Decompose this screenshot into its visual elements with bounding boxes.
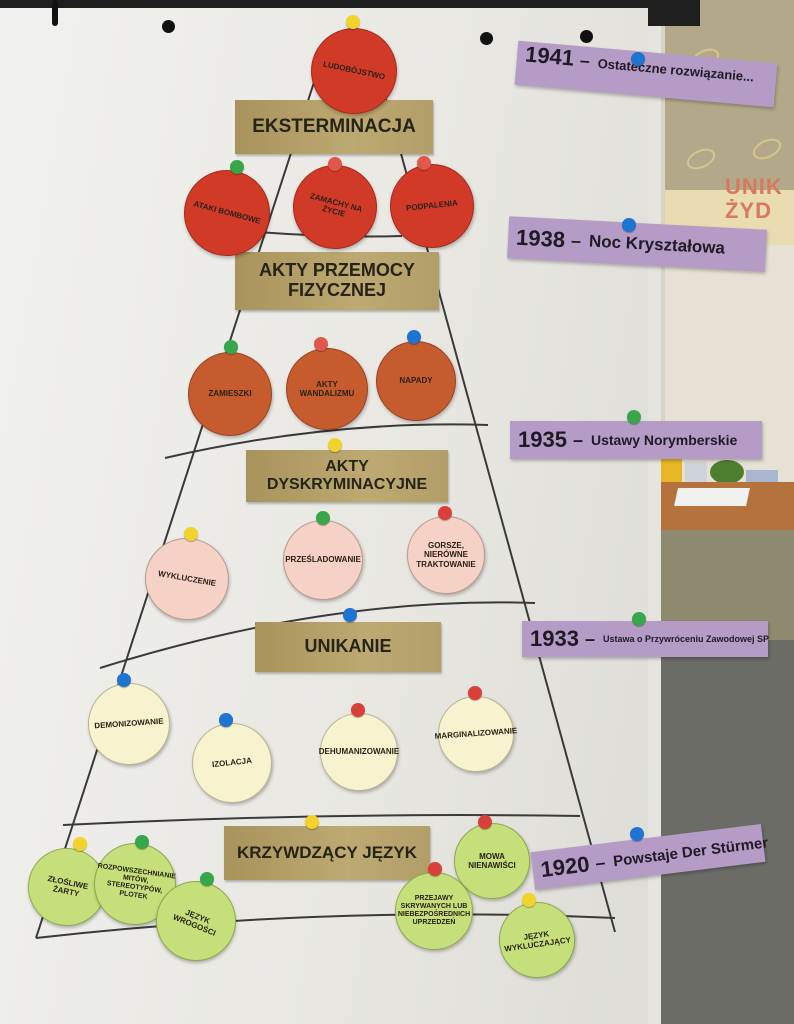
timeline-dash: – [584, 628, 595, 649]
poster-text-line: ŻYD [725, 198, 772, 223]
yarn-ball [710, 460, 744, 484]
timeline-1935: 1935 – Ustawy Norymberskie [510, 421, 762, 459]
pin-blue [219, 713, 233, 727]
circle-persecution: PRZEŚLADOWANIE [283, 520, 363, 600]
timeline-dash: – [594, 851, 607, 873]
pin-red [428, 862, 442, 876]
pyramid-left-edge [35, 69, 319, 939]
level-label-physical-violence: AKTY PRZEMOCY FIZYCZNEJ [235, 252, 439, 310]
pin-blue [631, 52, 645, 66]
level-divider [164, 423, 489, 459]
timeline-dash: – [572, 429, 583, 450]
circle-hate-speech: MOWA NIENAWIŚCI [454, 823, 530, 899]
timeline-event: Ustawy Norymberskie [590, 432, 738, 448]
level-divider [99, 601, 536, 669]
level-divider [62, 814, 581, 826]
pin-red [314, 337, 328, 351]
timeline-1933: 1933 – Ustawa o Przywróceniu Zawodowej S… [522, 621, 770, 657]
pin-blue [630, 827, 644, 841]
pin-blue [117, 673, 131, 687]
level-label-discrimination: AKTY DYSKRYMINACYJNE [246, 450, 448, 502]
circle-unequal-treatment: GORSZE, NIERÓWNE TRAKTOWANIE [407, 516, 485, 594]
paper-hole [580, 30, 593, 43]
pin-red [478, 815, 492, 829]
pin-red [351, 703, 365, 717]
pin-yellow [73, 837, 87, 851]
timeline-year: 1935 [518, 427, 567, 452]
timeline-event: Ustawa o Przywróceniu Zawodowej SP [602, 634, 770, 644]
pin-green [224, 340, 238, 354]
flipchart-clip [52, 0, 58, 26]
timeline-year: 1938 [515, 224, 566, 253]
pin-yellow [305, 815, 319, 829]
timeline-year: 1920 [539, 851, 591, 883]
pin-red [468, 686, 482, 700]
timeline-year: 1933 [530, 626, 579, 651]
timeline-dash: – [579, 50, 591, 72]
pin-green [230, 160, 244, 174]
circle-riots: ZAMIESZKI [188, 352, 272, 436]
paper-hole [480, 32, 493, 45]
pin-yellow [184, 527, 198, 541]
poster-text-line: UNIK [725, 174, 783, 199]
pin-yellow [346, 15, 360, 29]
yellow-cup [660, 459, 682, 483]
level-label-avoidance: UNIKANIE [255, 622, 441, 672]
pin-blue [622, 218, 636, 232]
box [685, 462, 707, 482]
pin-green [316, 511, 330, 525]
circle-assaults: NAPADY [376, 341, 456, 421]
pin-green [200, 872, 214, 886]
circle-hidden-prejudice: PRZEJAWY SKRYWANYCH LUB NIEBEZPOŚREDNICH… [395, 872, 473, 950]
timeline-year: 1941 [524, 41, 576, 71]
pin-red [417, 156, 431, 170]
pin-red [438, 506, 452, 520]
pin-blue [407, 330, 421, 344]
pin-yellow [328, 438, 342, 452]
pin-red [328, 157, 342, 171]
timeline-dash: – [570, 230, 582, 251]
paper-hole [162, 20, 175, 33]
pin-green [632, 612, 646, 626]
level-label-harmful-language: KRZYWDZĄCY JĘZYK [224, 826, 430, 880]
pin-yellow [522, 893, 536, 907]
circle-vandalism: AKTY WANDALIZMU [286, 348, 368, 430]
poster-text: UNIK ŻYD [725, 175, 783, 223]
circle-dehumanizing: DEHUMANIZOWANIE [319, 713, 399, 791]
timeline-event: Ostateczne rozwiązanie... [597, 55, 755, 85]
pin-green [135, 835, 149, 849]
pin-blue [343, 608, 357, 622]
pin-green [627, 410, 641, 424]
timeline-event: Noc Kryształowa [588, 231, 726, 258]
